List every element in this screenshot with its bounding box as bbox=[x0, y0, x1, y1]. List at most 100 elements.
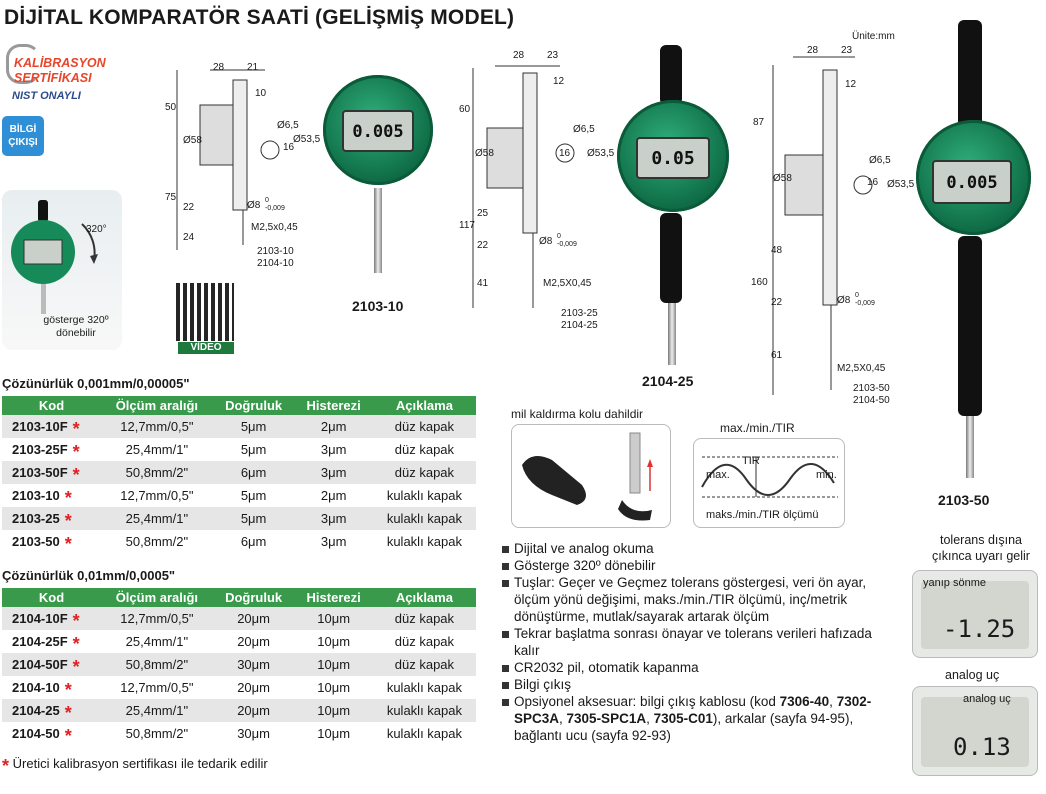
video-link[interactable]: VİDEO bbox=[178, 342, 234, 354]
feature-item: CR2032 pil, otomatik kapanma bbox=[502, 659, 897, 676]
gauge-2103-10: 0.005 2103-10 bbox=[318, 70, 438, 314]
dim-label: -0,009 bbox=[265, 205, 285, 212]
column-header: Kod bbox=[2, 588, 102, 607]
cell-accuracy: 5μm bbox=[212, 438, 295, 461]
product-code: 2103-10F bbox=[12, 419, 68, 434]
drawing-code: 2104-50 bbox=[853, 395, 890, 406]
cell-range: 50,8mm/2" bbox=[101, 461, 213, 484]
feature-item: Dijital ve analog okuma bbox=[502, 540, 897, 557]
drawing-code: 2104-10 bbox=[257, 258, 294, 269]
feature-text: ), arkalar (sayfa 94-95), bağlantı ucu (… bbox=[514, 711, 854, 743]
product-code: 2104-25F bbox=[12, 634, 68, 649]
lcd-screen bbox=[921, 581, 1029, 649]
table-title-value: 0,001mm/0,00005" bbox=[77, 376, 190, 391]
cell-range: 12,7mm/0,5" bbox=[101, 415, 213, 438]
cell-code: 2104-50F * bbox=[2, 653, 102, 677]
dim-label: 0 bbox=[855, 292, 859, 299]
cell-desc: düz kapak bbox=[372, 438, 476, 461]
drawing-lines bbox=[472, 65, 575, 308]
cell-desc: düz kapak bbox=[372, 653, 476, 676]
dim-label: M2,5X0,45 bbox=[837, 363, 886, 374]
analog-lcd-panel: analog uç 0.13 bbox=[912, 686, 1038, 776]
cell-code: 2104-50 * bbox=[2, 722, 102, 745]
cell-accuracy: 20μm bbox=[212, 607, 295, 630]
dim-label: 22 bbox=[477, 240, 489, 251]
dim-label: 117 bbox=[459, 220, 475, 231]
product-code: 2103-25 bbox=[12, 511, 60, 526]
cell-range: 12,7mm/0,5" bbox=[101, 484, 213, 507]
spindle bbox=[966, 416, 974, 478]
qr-code-icon[interactable] bbox=[176, 283, 234, 341]
dim-label: Ø6,5 bbox=[277, 120, 299, 131]
dim-label: Ø6,5 bbox=[869, 155, 891, 166]
asterisk-icon: * bbox=[67, 657, 80, 677]
cell-code: 2104-25F * bbox=[2, 630, 102, 653]
column-header: Histerezi bbox=[294, 588, 373, 607]
tir-min-label: min. bbox=[816, 469, 837, 481]
cell-hysteresis: 3μm bbox=[294, 461, 373, 484]
spindle-cap bbox=[660, 45, 682, 105]
cell-desc: kulaklı kapak bbox=[372, 676, 476, 699]
column-header: Histerezi bbox=[294, 396, 373, 415]
cell-code: 2103-50 * bbox=[2, 530, 102, 553]
footnote: * Üretici kalibrasyon sertifikası ile te… bbox=[2, 756, 268, 775]
cell-hysteresis: 3μm bbox=[294, 530, 373, 553]
dim-label: Ø8 bbox=[837, 295, 851, 306]
dim-label: -0,009 bbox=[557, 241, 577, 248]
lever-photo bbox=[511, 424, 671, 528]
product-code: 2103-50 bbox=[12, 534, 60, 549]
dim-label: 22 bbox=[183, 202, 195, 213]
logo-line-1: KALİBRASYON bbox=[14, 56, 106, 70]
drawing-lines bbox=[772, 56, 873, 395]
spec-table-1: Kod Ölçüm aralığı Doğruluk Histerezi Açı… bbox=[2, 396, 476, 553]
feature-item: Tekrar başlatma sonrası önayar ve tolera… bbox=[502, 625, 897, 659]
feature-text: Opsiyonel aksesuar: bilgi çıkış kablosu … bbox=[514, 694, 780, 709]
cell-accuracy: 5μm bbox=[212, 507, 295, 530]
cell-desc: düz kapak bbox=[372, 415, 476, 438]
dim-label: Ø53,5 bbox=[887, 179, 915, 190]
cell-accuracy: 20μm bbox=[212, 699, 295, 722]
logo-line-2: SERTİFİKASI bbox=[14, 71, 92, 85]
rotation-caption: gösterge 320º dönebilir bbox=[43, 314, 109, 339]
lcd-display: 0.005 bbox=[342, 110, 414, 152]
cell-desc: kulaklı kapak bbox=[372, 722, 476, 745]
dim-label: 48 bbox=[771, 245, 783, 256]
dim-label: 61 bbox=[771, 350, 783, 361]
asterisk-icon: * bbox=[67, 611, 80, 631]
cell-code: 2103-10 * bbox=[2, 484, 102, 507]
calibration-ring-icon bbox=[6, 44, 40, 84]
cell-accuracy: 6μm bbox=[212, 461, 295, 484]
dim-label: 22 bbox=[771, 297, 783, 308]
cell-code: 2104-10F * bbox=[2, 607, 102, 631]
dim-label: Ø53,5 bbox=[587, 148, 615, 159]
lifting-lever-icon bbox=[522, 432, 653, 521]
technical-drawing-2103-25: 28 23 12 60 Ø58 Ø6,5 16 Ø53,5 117 25 22 … bbox=[455, 48, 614, 338]
dim-label: 0 bbox=[557, 233, 561, 240]
technical-drawing-2103-50: 28 23 12 87 Ø58 Ø6,5 16 Ø53,5 160 48 22 … bbox=[745, 45, 915, 410]
cell-accuracy: 20μm bbox=[212, 676, 295, 699]
cell-range: 50,8mm/2" bbox=[101, 530, 213, 553]
spindle-cap bbox=[958, 20, 982, 130]
cell-accuracy: 5μm bbox=[212, 484, 295, 507]
logo-line-3: NIST ONAYLI bbox=[12, 90, 81, 102]
drawing-code: 2103-25 bbox=[561, 308, 598, 319]
dim-label: Ø53,5 bbox=[293, 134, 321, 145]
column-header: Açıklama bbox=[372, 396, 476, 415]
dim-label: 60 bbox=[459, 104, 471, 115]
tir-title: max./min./TIR bbox=[720, 421, 795, 435]
cell-hysteresis: 2μm bbox=[294, 484, 373, 507]
technical-drawing-2103-10: 28 21 10 50 Ø58 Ø6,5 16 Ø53,5 75 22 Ø8 0… bbox=[165, 60, 320, 280]
dim-label: 28 bbox=[807, 45, 819, 56]
cell-desc: kulaklı kapak bbox=[372, 484, 476, 507]
lcd-reading: -1.25 bbox=[943, 615, 1016, 643]
accessory-code: 7305-SPC1A bbox=[566, 711, 647, 726]
cell-code: 2103-25 * bbox=[2, 507, 102, 530]
analog-title: analog uç bbox=[945, 668, 1000, 682]
column-header: Açıklama bbox=[372, 588, 476, 607]
